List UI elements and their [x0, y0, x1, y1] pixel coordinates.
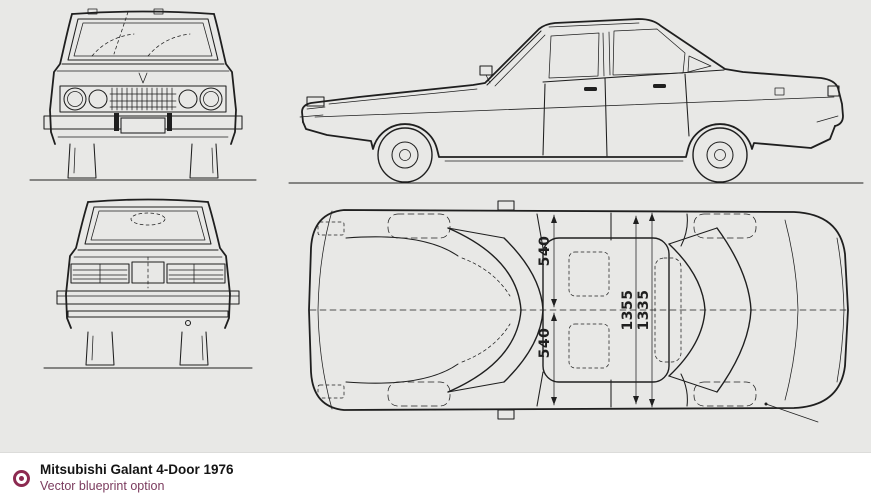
rear-window-top: [668, 227, 752, 393]
front-rear-details: [299, 85, 840, 123]
blueprint-title: Mitsubishi Galant 4-Door 1976: [40, 462, 234, 478]
front-bumper: [43, 113, 243, 138]
side-mirror: [497, 409, 515, 420]
taillights: [70, 261, 226, 284]
car-body-outline: [49, 8, 237, 145]
blueprint-subtitle: Vector blueprint option: [40, 479, 165, 494]
car-body-outline: [65, 198, 231, 329]
rear-view-blueprint: [43, 198, 253, 369]
dimension-label-width-rear: 1335: [636, 290, 652, 331]
interior-seats-dashed: [568, 251, 682, 369]
car-body-outline: [301, 18, 844, 162]
wheel-outlines-dashed: [387, 213, 757, 407]
license-plate: [120, 117, 166, 134]
dimension-label-rear-half-width: 540: [537, 328, 553, 359]
fuel-cap: [774, 87, 785, 96]
rear-wheel: [692, 127, 748, 183]
front-view-blueprint: [29, 8, 257, 181]
exhaust-pipe: [184, 319, 192, 327]
hood-lines: [56, 63, 230, 84]
grille-and-headlights: [59, 85, 227, 113]
dimension-label-front-half-width: 540: [537, 236, 553, 267]
caption-bar: Mitsubishi Galant 4-Door 1976 Vector blu…: [0, 452, 871, 504]
rear-wheels: [85, 331, 209, 366]
side-view-blueprint: [288, 18, 864, 184]
rear-bumper: [56, 290, 240, 327]
roof-panel: [536, 212, 688, 408]
front-wheels: [67, 143, 219, 179]
dimension-label-width-front: 1355: [620, 290, 636, 331]
side-mirror: [479, 65, 493, 76]
bullseye-icon: [13, 470, 30, 487]
trunk-top: [764, 219, 845, 423]
antenna-line: [765, 403, 819, 423]
side-mirror: [497, 200, 515, 211]
dimension-annotations: 540 540 1355 1335: [537, 212, 655, 408]
top-view-blueprint: 540 540 1355 1335: [308, 200, 849, 423]
license-plate: [131, 261, 165, 284]
door-seams-and-handles: [479, 65, 785, 157]
car-body-outline: [308, 209, 849, 411]
caption-text: Mitsubishi Galant 4-Door 1976 Vector blu…: [40, 462, 234, 495]
trunk-lines: [73, 249, 223, 289]
windshield: [67, 11, 219, 61]
rear-window: [84, 206, 212, 245]
greenhouse-windows: [486, 22, 725, 87]
front-wheel: [377, 127, 433, 183]
